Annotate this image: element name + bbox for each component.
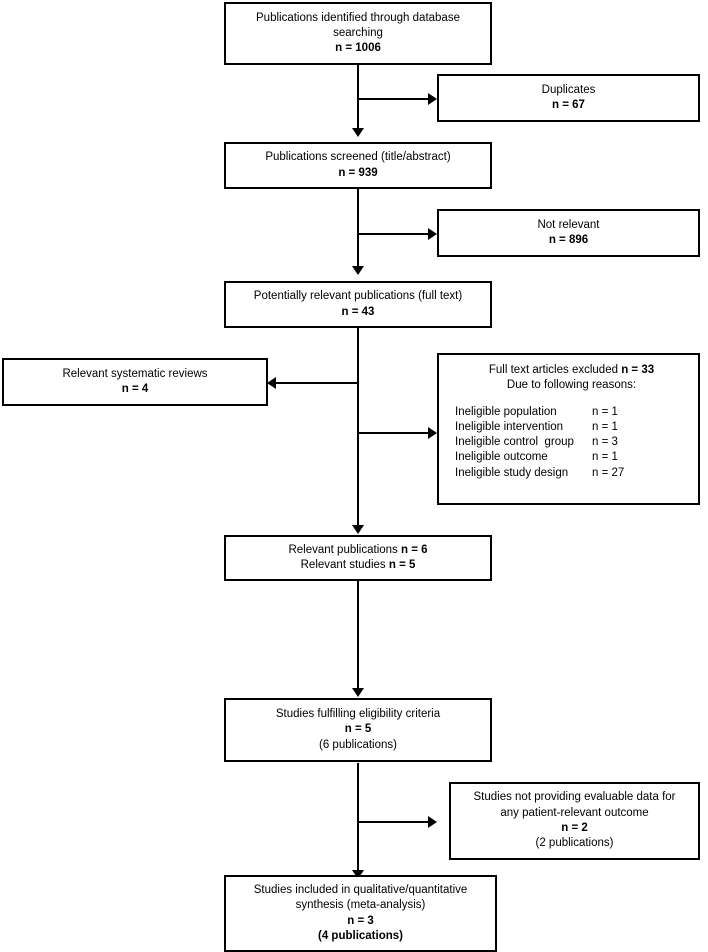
node-excluded-header1-count: n = 33 — [621, 364, 655, 376]
excluded-reason-count: n = 27 — [592, 466, 625, 479]
connector-relevant-to-eligible — [357, 580, 359, 690]
node-excluded-header1-text: Full text articles excluded — [488, 364, 622, 376]
node-excluded-header1: Full text articles excluded n = 33 — [455, 363, 688, 378]
node-excluded-header2: Due to following reasons: — [506, 379, 637, 392]
excluded-reason-label: Ineligible intervention — [455, 420, 564, 433]
arrowhead-right-to-excluded — [428, 427, 437, 439]
connector-to-excluded — [358, 432, 430, 434]
arrowhead-down-to-relevant — [352, 525, 364, 534]
node-identified-line2: searching — [333, 26, 383, 39]
node-identified-count: n = 1006 — [335, 42, 381, 55]
node-potentially-relevant-label: Potentially relevant publications (full … — [253, 290, 463, 303]
arrowhead-down-to-screened — [352, 128, 364, 137]
node-screened-count: n = 939 — [338, 166, 378, 179]
node-no-data-line1: Studies not providing evaluable data for — [473, 791, 676, 804]
arrowhead-right-to-not-relevant — [428, 228, 437, 240]
excluded-reason-count: n = 3 — [592, 436, 618, 449]
node-relevant-line1: Relevant publications n = 6 — [288, 543, 427, 558]
arrowhead-down-to-included — [352, 870, 364, 879]
node-eligible-label: Studies fulfilling eligibility criteria — [275, 708, 441, 721]
excluded-reason-row: Ineligible population n = 1 — [455, 405, 688, 420]
arrowhead-right-to-duplicates — [428, 93, 437, 105]
node-not-relevant-label: Not relevant — [537, 218, 600, 231]
node-studies-no-evaluable-data: Studies not providing evaluable data for… — [449, 782, 700, 860]
node-no-data-publications: (2 publications) — [535, 837, 614, 850]
node-included-count: n = 3 — [347, 914, 374, 927]
node-eligible-publications: (6 publications) — [319, 738, 397, 751]
node-relevant-line2-count: n = 5 — [388, 559, 416, 571]
node-relevant-line2-text: Relevant studies — [300, 559, 389, 571]
connector-screened-to-potential — [357, 188, 359, 268]
node-potentially-relevant: Potentially relevant publications (full … — [224, 281, 492, 328]
excluded-reason-row: Ineligible outcome n = 1 — [455, 450, 688, 465]
excluded-reason-row: Ineligible intervention n = 1 — [455, 420, 688, 435]
node-included-line2: synthesis (meta-analysis) — [295, 899, 426, 912]
node-not-relevant: Not relevant n = 896 — [437, 209, 700, 257]
node-relevant-publications-studies: Relevant publications n = 6 Relevant stu… — [224, 535, 492, 581]
node-duplicates-label: Duplicates — [541, 83, 596, 96]
connector-identified-to-screened — [357, 64, 359, 129]
connector-to-no-data — [358, 821, 430, 823]
node-publications-identified: Publications identified through database… — [224, 2, 492, 65]
node-eligible-count: n = 5 — [344, 723, 372, 736]
connector-potential-to-relevant — [357, 327, 359, 527]
node-full-text-excluded: Full text articles excluded n = 33 Due t… — [437, 353, 700, 505]
excluded-reason-label: Ineligible population — [455, 405, 557, 418]
node-identified-line1: Publications identified through database — [256, 11, 460, 24]
excluded-reason-row: Ineligible control group n = 3 — [455, 435, 688, 450]
arrowhead-right-to-no-data — [428, 816, 437, 828]
excluded-reason-row: Ineligible study design n = 27 — [455, 466, 688, 481]
node-relevant-systematic-reviews: Relevant systematic reviews n = 4 — [2, 358, 268, 406]
arrowhead-down-to-potential — [352, 266, 364, 275]
node-studies-eligible: Studies fulfilling eligibility criteria … — [224, 698, 492, 762]
connector-to-not-relevant — [358, 233, 430, 235]
excluded-reason-label: Ineligible study design — [455, 466, 569, 479]
arrowhead-left-to-systematic-reviews — [267, 377, 276, 389]
node-potentially-relevant-count: n = 43 — [341, 305, 375, 318]
connector-eligible-to-included — [357, 763, 359, 873]
node-publications-screened: Publications screened (title/abstract) n… — [224, 142, 492, 189]
arrowhead-down-to-eligible — [352, 688, 364, 697]
excluded-spacer — [455, 394, 688, 405]
node-systematic-reviews-label: Relevant systematic reviews — [62, 367, 208, 380]
excluded-reason-label: Ineligible outcome — [455, 451, 548, 464]
node-relevant-line2: Relevant studies n = 5 — [301, 558, 416, 573]
node-no-data-line2: any patient-relevant outcome — [500, 806, 649, 819]
node-duplicates-count: n = 67 — [552, 99, 585, 111]
node-studies-included: Studies included in qualitative/quantita… — [224, 875, 497, 952]
node-not-relevant-count: n = 896 — [548, 234, 589, 246]
node-no-data-count: n = 2 — [561, 822, 588, 834]
node-duplicates: Duplicates n = 67 — [437, 74, 700, 122]
node-systematic-reviews-count: n = 4 — [121, 383, 149, 395]
node-screened-label: Publications screened (title/abstract) — [265, 151, 451, 164]
connector-to-duplicates — [358, 98, 430, 100]
excluded-reason-count: n = 1 — [592, 405, 618, 418]
node-included-line1: Studies included in qualitative/quantita… — [253, 883, 468, 896]
node-relevant-line1-text: Relevant publications — [288, 543, 401, 556]
connector-to-systematic-reviews — [276, 382, 358, 384]
node-included-publications: (4 publications) — [318, 929, 403, 942]
node-relevant-line1-count: n = 6 — [400, 543, 428, 556]
excluded-reason-count: n = 1 — [592, 451, 618, 464]
excluded-reason-label: Ineligible control group — [455, 436, 574, 449]
excluded-reason-count: n = 1 — [592, 420, 618, 433]
